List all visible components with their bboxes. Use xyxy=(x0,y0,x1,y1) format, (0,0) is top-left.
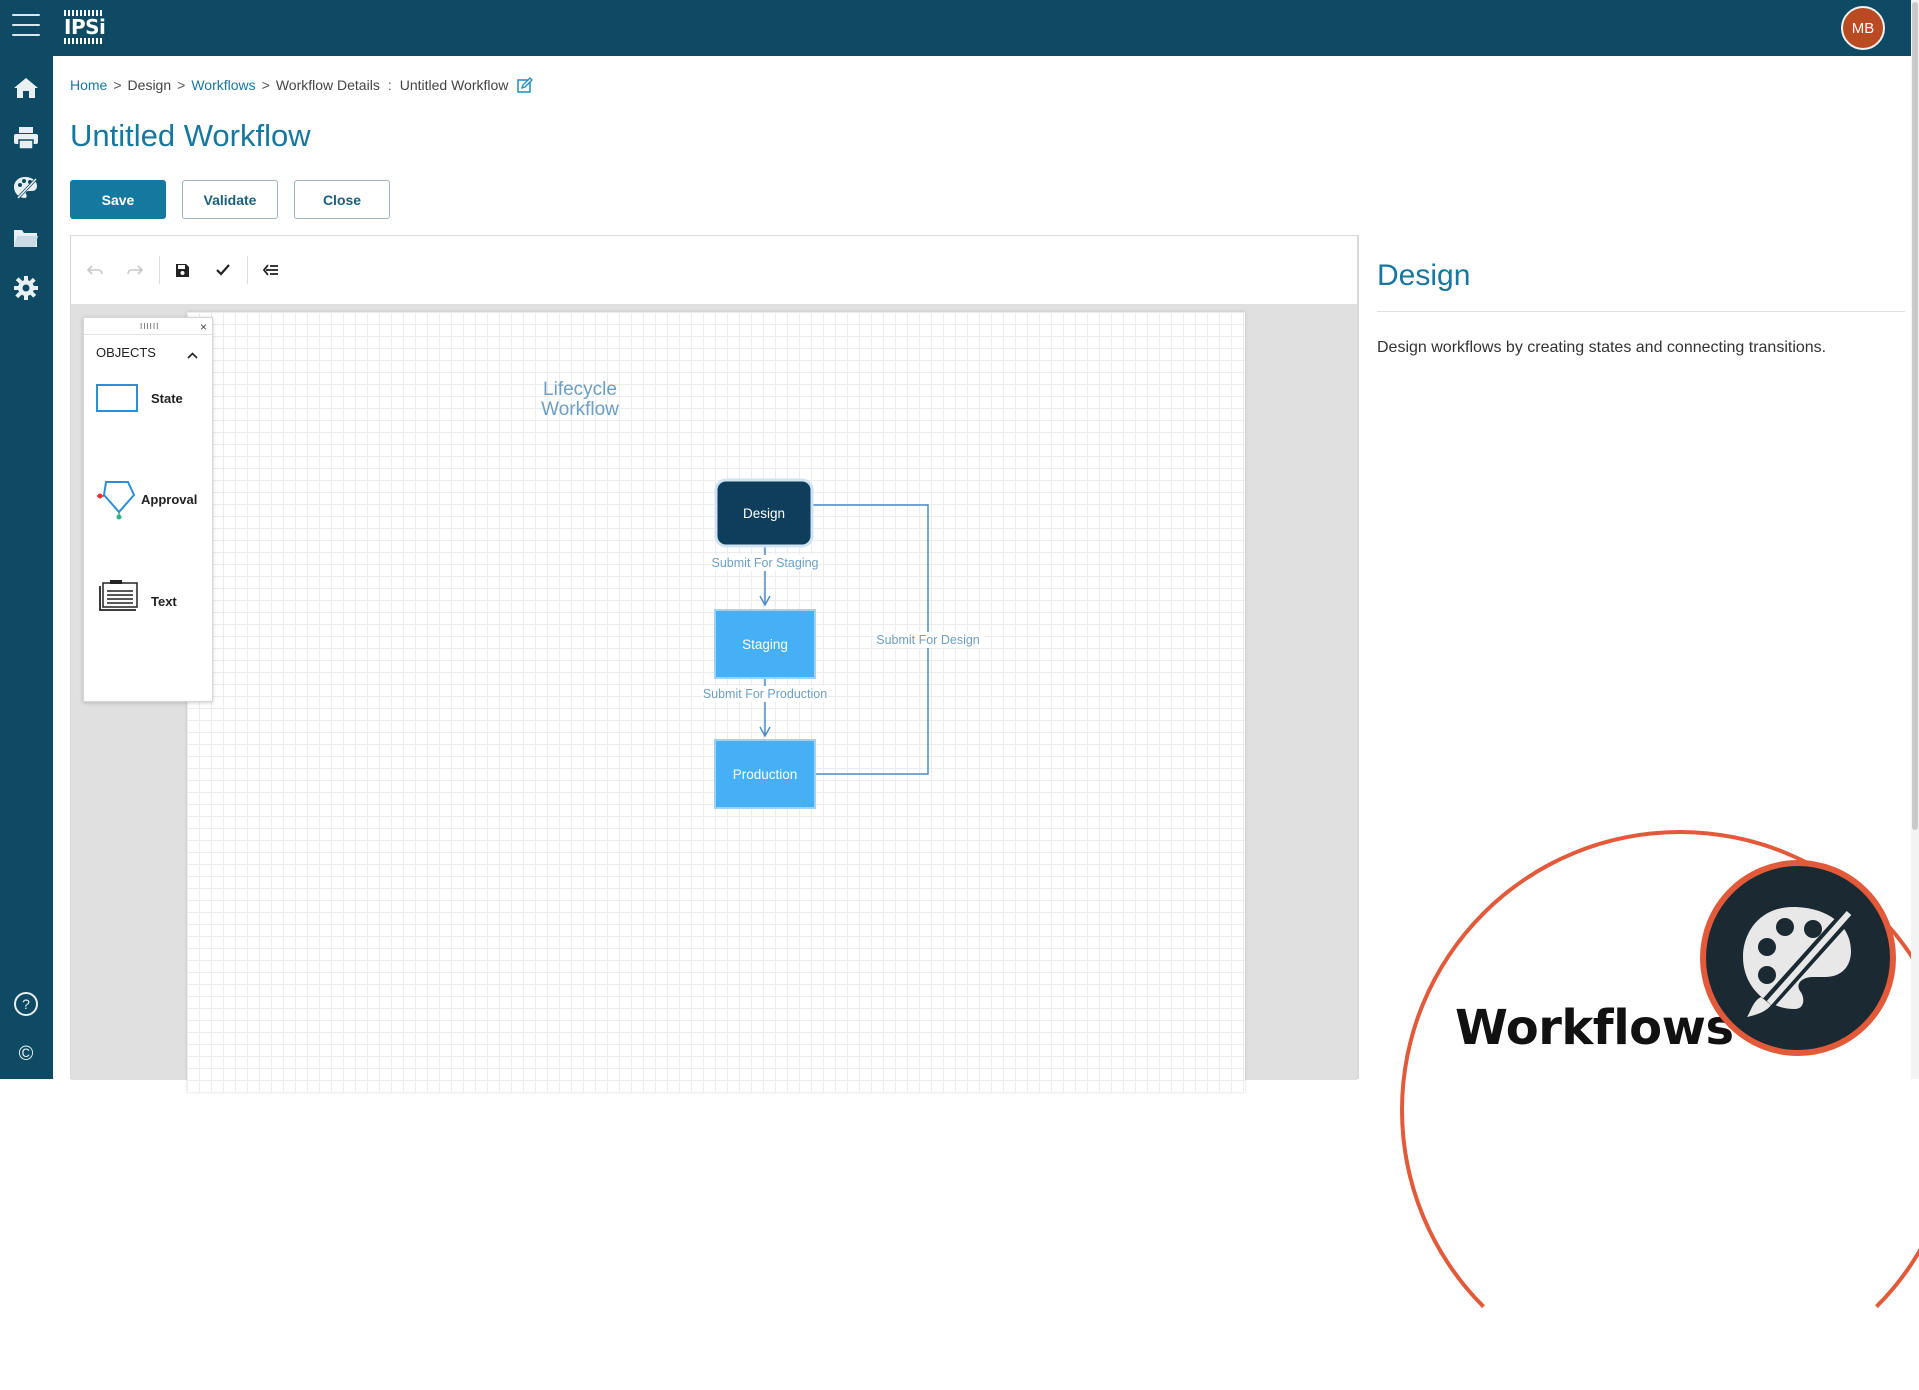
object-approval-label: Approval xyxy=(141,492,198,507)
menu-icon[interactable] xyxy=(12,14,40,38)
diagram-title-line2[interactable]: Workflow xyxy=(541,399,619,420)
printer-icon[interactable] xyxy=(12,124,40,152)
save-button[interactable]: Save xyxy=(70,180,166,219)
panel-title: Design xyxy=(1377,259,1471,292)
breadcrumb: Home > Design > Workflows > Workflow Det… xyxy=(70,77,534,93)
object-approval[interactable]: Approval xyxy=(94,478,206,528)
diagram-title-line1[interactable]: Lifecycle xyxy=(543,379,617,400)
text-block-icon xyxy=(99,580,138,611)
state-staging[interactable] xyxy=(714,609,816,679)
gear-icon[interactable] xyxy=(12,274,40,302)
transition-label-staging[interactable]: Submit For Staging xyxy=(712,556,819,570)
approval-pentagon-icon xyxy=(97,481,136,520)
undo-icon[interactable] xyxy=(83,258,107,282)
svg-text:?: ? xyxy=(22,996,30,1012)
state-staging-label: Staging xyxy=(742,637,788,652)
object-text[interactable]: Text xyxy=(94,580,206,630)
workflow-diagram: Lifecycle Workflow Submit For Staging Su… xyxy=(541,379,983,809)
close-button[interactable]: Close xyxy=(294,180,390,219)
ipsi-logo[interactable]: IPSi xyxy=(64,10,106,46)
validate-button[interactable]: Validate xyxy=(182,180,278,219)
breadcrumb-workflows[interactable]: Workflows xyxy=(191,77,256,93)
page-scrollbar[interactable] xyxy=(1911,0,1919,1079)
design-palette-icon[interactable] xyxy=(12,174,40,202)
workflow-editor: Lifecycle Workflow Submit For Staging Su… xyxy=(70,235,1358,1092)
object-state[interactable]: State xyxy=(94,381,206,431)
close-palette-icon[interactable]: × xyxy=(199,320,207,334)
object-text-label: Text xyxy=(151,594,177,609)
palette-brush-icon xyxy=(1700,860,1896,1056)
validate-check-icon[interactable] xyxy=(211,258,235,282)
transition-label-bg xyxy=(702,686,828,702)
promo-label: Workflows xyxy=(1455,1000,1734,1056)
drag-handle-icon[interactable]: IIIIII xyxy=(140,322,160,331)
objects-palette: IIIIII × OBJECTS State Approval Text xyxy=(83,317,213,702)
redo-icon[interactable] xyxy=(123,258,147,282)
state-design[interactable] xyxy=(714,478,814,548)
copyright-icon[interactable]: © xyxy=(18,1042,34,1065)
save-icon[interactable] xyxy=(170,258,194,282)
canvas-area[interactable]: Lifecycle Workflow Submit For Staging Su… xyxy=(71,304,1357,1092)
state-design-label: Design xyxy=(743,506,785,521)
objects-header[interactable]: OBJECTS xyxy=(84,334,212,364)
breadcrumb-home[interactable]: Home xyxy=(70,77,108,93)
objects-header-label: OBJECTS xyxy=(96,345,156,360)
transition-label-design[interactable]: Submit For Design xyxy=(876,633,980,647)
edit-name-icon[interactable] xyxy=(517,77,534,93)
folder-icon[interactable] xyxy=(12,224,40,252)
breadcrumb-workflow-details: Workflow Details xyxy=(275,77,380,93)
transition-label-bg xyxy=(875,632,983,648)
logo-text: IPSi xyxy=(64,15,106,39)
user-avatar[interactable]: MB xyxy=(1841,6,1885,50)
transition-label-production[interactable]: Submit For Production xyxy=(703,687,827,701)
editor-toolbar xyxy=(71,236,1357,304)
state-rectangle-icon xyxy=(96,384,138,412)
chevron-up-icon[interactable] xyxy=(187,346,198,364)
state-production[interactable] xyxy=(714,739,816,809)
help-icon[interactable]: ? xyxy=(12,990,40,1018)
transition-label-bg xyxy=(713,555,817,571)
panel-divider xyxy=(1377,311,1905,312)
state-production-label: Production xyxy=(733,767,798,782)
object-state-label: State xyxy=(151,391,183,406)
top-bar: IPSi MB xyxy=(0,0,1919,56)
home-icon[interactable] xyxy=(12,74,40,102)
breadcrumb-current: Untitled Workflow xyxy=(399,77,509,93)
collapse-panel-icon[interactable] xyxy=(259,258,283,282)
breadcrumb-design: Design xyxy=(127,77,172,93)
sidebar: ? © xyxy=(0,56,53,1079)
page-title: Untitled Workflow xyxy=(70,118,311,153)
panel-description: Design workflows by creating states and … xyxy=(1377,339,1827,356)
